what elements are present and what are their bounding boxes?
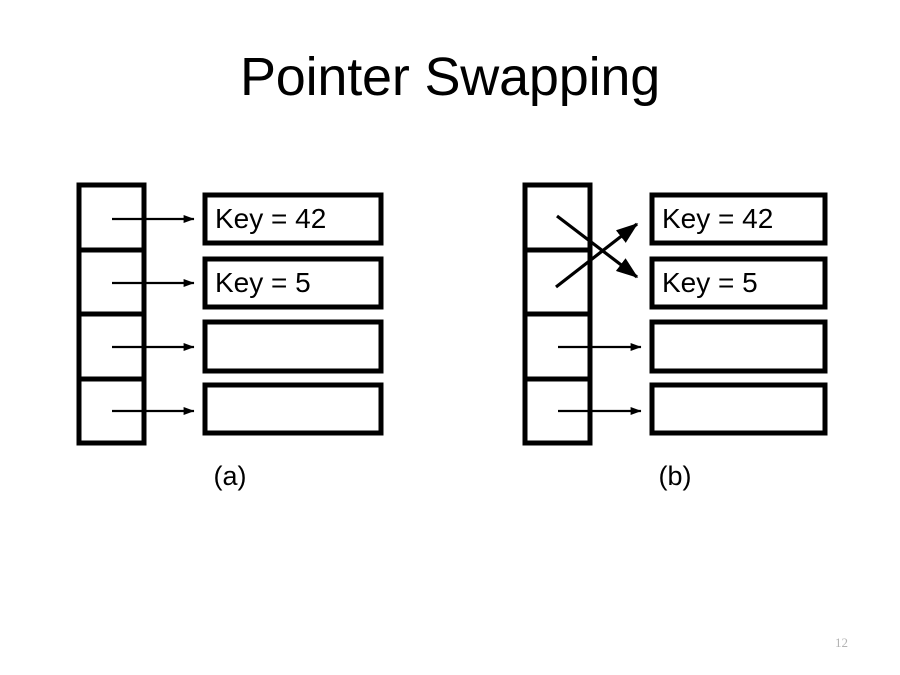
record-label-a-1: Key = 42 — [215, 203, 327, 234]
record-label-b-2: Key = 5 — [662, 267, 758, 298]
page-number: 12 — [835, 635, 848, 650]
record-label-a-2: Key = 5 — [215, 267, 311, 298]
swapped-pointer-arrows-b — [555, 214, 639, 289]
figure-caption-a: (a) — [213, 461, 247, 491]
pointer-array-b — [522, 182, 593, 446]
figure-caption-b: (b) — [658, 461, 692, 491]
pointer-arrows-b — [558, 343, 642, 415]
record-label-b-1: Key = 42 — [662, 203, 774, 234]
pointer-arrows-a — [112, 215, 195, 415]
page-title: Pointer Swapping — [239, 47, 661, 107]
pointer-array-a — [76, 182, 147, 446]
